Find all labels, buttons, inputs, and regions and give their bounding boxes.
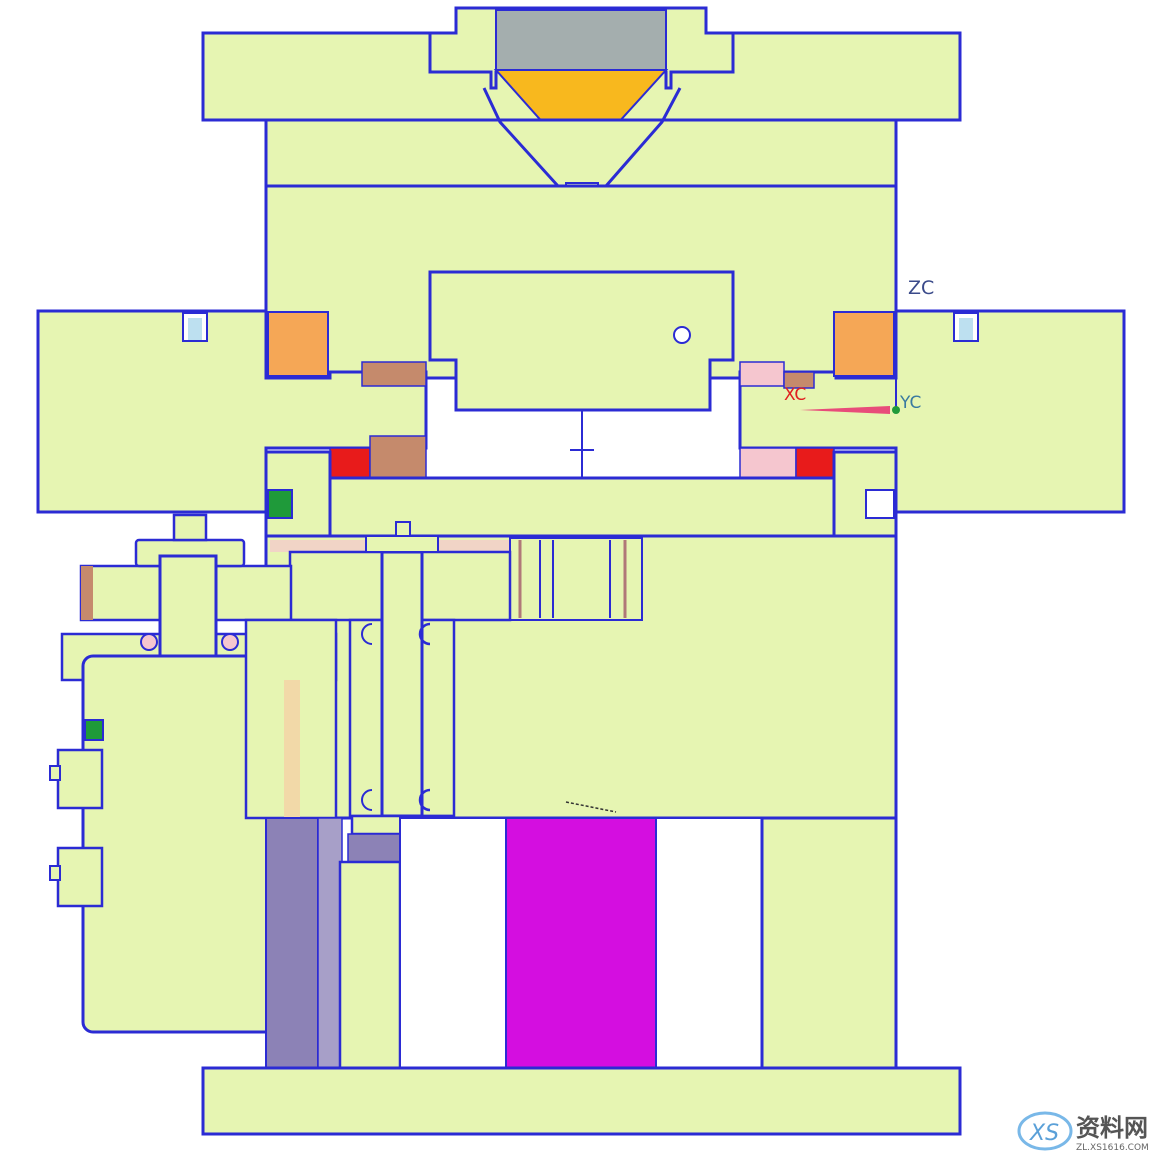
left-lavender-spacer-2 xyxy=(317,817,343,1069)
right-red-insert xyxy=(795,447,835,479)
piston-rod xyxy=(158,554,218,658)
clip-lower-right xyxy=(418,788,431,812)
left-brown-insert xyxy=(369,435,427,479)
ejector-collar xyxy=(365,535,439,553)
left-support-pillar xyxy=(338,860,402,1070)
ejector-cavity-white-2 xyxy=(655,817,763,1069)
cooling-hole xyxy=(673,326,691,344)
lower-port xyxy=(56,846,104,908)
zc-label: ZC xyxy=(908,277,934,299)
left-orange-block xyxy=(267,311,329,377)
oring-right xyxy=(221,633,239,651)
watermark-title: 资料网 xyxy=(1076,1114,1148,1142)
bottom-clamp-plate xyxy=(201,1066,962,1136)
yc-label: YC xyxy=(899,393,921,413)
left-guide-column xyxy=(264,450,332,538)
ejector-retainer-lavender xyxy=(347,833,401,863)
watermark: XS 资料网 ZL.XS1616.COM xyxy=(1017,1111,1149,1153)
left-green-seal xyxy=(267,489,293,519)
clip-upper-left xyxy=(361,623,373,645)
oring-left xyxy=(140,633,158,651)
left-bolt-head xyxy=(188,318,202,340)
right-bolt-head xyxy=(959,318,973,340)
ejector-sleeve-block xyxy=(509,537,643,621)
left-red-insert xyxy=(329,447,371,479)
runner-plate xyxy=(264,118,898,188)
left-lavender-spacer xyxy=(265,817,319,1069)
right-wedge-pink xyxy=(739,361,785,387)
cylinder-mount-brown xyxy=(81,566,93,620)
upper-port-nipple xyxy=(49,765,61,781)
dashed-pointer xyxy=(565,801,617,813)
right-pink-insert xyxy=(739,447,797,479)
right-bushing-slot xyxy=(865,489,895,519)
clip-lower-left xyxy=(361,789,373,811)
watermark-url: ZL.XS1616.COM xyxy=(1076,1143,1149,1153)
axis-origin xyxy=(892,406,900,414)
sprue-bushing-head xyxy=(495,9,667,71)
tan-spacer xyxy=(284,680,300,818)
center-support-magenta xyxy=(505,817,657,1069)
right-wedge-brown xyxy=(783,371,815,389)
ejector-rod xyxy=(380,550,424,818)
cyl-seal-left xyxy=(84,719,104,741)
watermark-logo-text: XS xyxy=(1029,1121,1059,1146)
left-wedge-brown xyxy=(361,361,427,387)
right-spacer-block xyxy=(760,816,898,1070)
watermark-logo-icon xyxy=(1017,1111,1073,1151)
ejector-cavity-white xyxy=(399,817,507,1069)
upper-port xyxy=(56,748,104,810)
clip-upper-right xyxy=(418,622,431,646)
lower-port-nipple xyxy=(49,865,61,881)
ejector-rod-tip xyxy=(395,521,411,537)
xc-axis-arrow xyxy=(800,406,890,414)
right-orange-block xyxy=(833,311,895,377)
xc-label: XC xyxy=(784,385,806,405)
cylinder-top-knob xyxy=(172,513,208,542)
cavity-insert xyxy=(428,270,735,412)
